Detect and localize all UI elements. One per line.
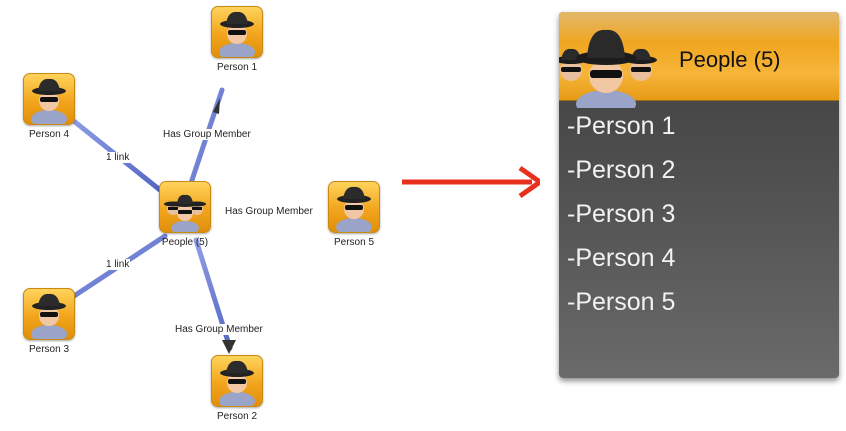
group-agents-icon [159, 181, 211, 233]
edge-label-person4: 1 link [105, 152, 131, 163]
node-person5[interactable]: Person 5 [320, 181, 388, 248]
node-person3[interactable]: Person 3 [15, 288, 83, 355]
node-people-group[interactable]: People (5) [151, 181, 219, 248]
agent-icon [211, 6, 263, 58]
edge-label-person1: Has Group Member [162, 129, 252, 140]
list-item[interactable]: -Person 3 [567, 200, 676, 228]
agent-icon [23, 288, 75, 340]
node-label-person4: Person 4 [28, 129, 70, 140]
node-label-person2: Person 2 [216, 411, 258, 422]
node-person2[interactable]: Person 2 [203, 355, 271, 422]
group-members-panel: People (5) -Person 1 -Person 2 -Person 3… [559, 12, 839, 378]
node-person1[interactable]: Person 1 [203, 6, 271, 73]
panel-title: People (5) [679, 47, 781, 72]
agent-icon [23, 73, 75, 125]
edge-label-person3: 1 link [105, 259, 131, 270]
list-item[interactable]: -Person 4 [567, 244, 676, 272]
right-arrow-head [518, 165, 540, 199]
list-item[interactable]: -Person 2 [567, 156, 676, 184]
group-agents-icon [559, 18, 679, 118]
panel-header: People (5) [559, 12, 839, 118]
agent-icon [211, 355, 263, 407]
agent-icon [328, 181, 380, 233]
member-list: -Person 1 -Person 2 -Person 3 -Person 4 … [567, 110, 675, 330]
node-label-person3: Person 3 [28, 344, 70, 355]
node-label-person5: Person 5 [333, 237, 375, 248]
edge-arrowhead-person2 [222, 340, 236, 354]
node-person4[interactable]: Person 4 [15, 73, 83, 140]
list-item[interactable]: -Person 5 [567, 288, 676, 316]
node-label-people-group: People (5) [161, 237, 209, 248]
edge-arrowhead-person1 [213, 98, 220, 114]
list-item[interactable]: -Person 1 [567, 112, 676, 140]
edge-label-person2: Has Group Member [174, 324, 264, 335]
node-label-person1: Person 1 [216, 62, 258, 73]
edge-label-person5: Has Group Member [224, 206, 314, 217]
